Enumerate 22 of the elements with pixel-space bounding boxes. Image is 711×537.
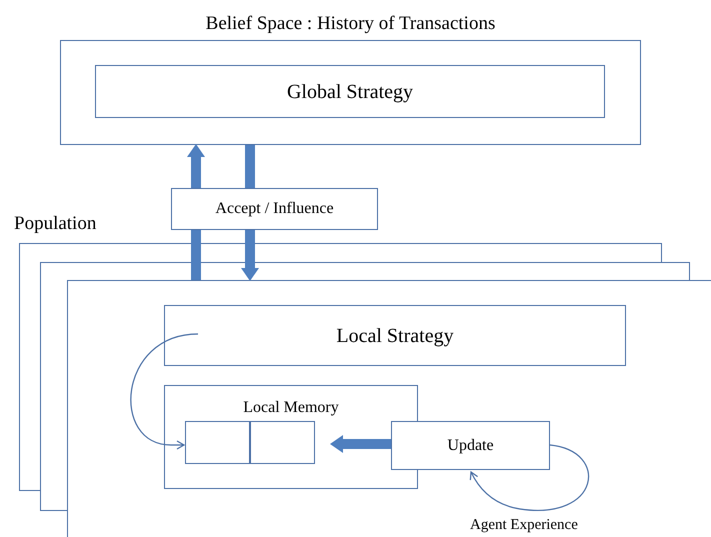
thick-line [191, 230, 201, 280]
memory-cell [185, 421, 250, 464]
process-box [164, 385, 418, 489]
heading: Belief Space : History of Transactions [206, 12, 496, 36]
thick-arrow [187, 144, 205, 188]
memory-cell [250, 421, 315, 464]
page-box [67, 280, 711, 537]
process-box [164, 305, 626, 366]
box-label: Accept / Influence [215, 199, 334, 219]
curved-arrow [470, 444, 590, 511]
process-box [95, 65, 605, 118]
box-label: Local Memory [242, 398, 340, 418]
thick-line [245, 145, 255, 188]
process-box [171, 188, 378, 230]
box-label: Global Strategy [286, 80, 414, 104]
process-box [391, 421, 550, 470]
box-label: Update [447, 436, 494, 456]
thick-arrow [241, 230, 259, 281]
box-label: Local Strategy [336, 324, 454, 348]
curved-arrow [130, 333, 198, 450]
thick-arrow [330, 435, 391, 453]
group-heading: Population [14, 212, 96, 236]
